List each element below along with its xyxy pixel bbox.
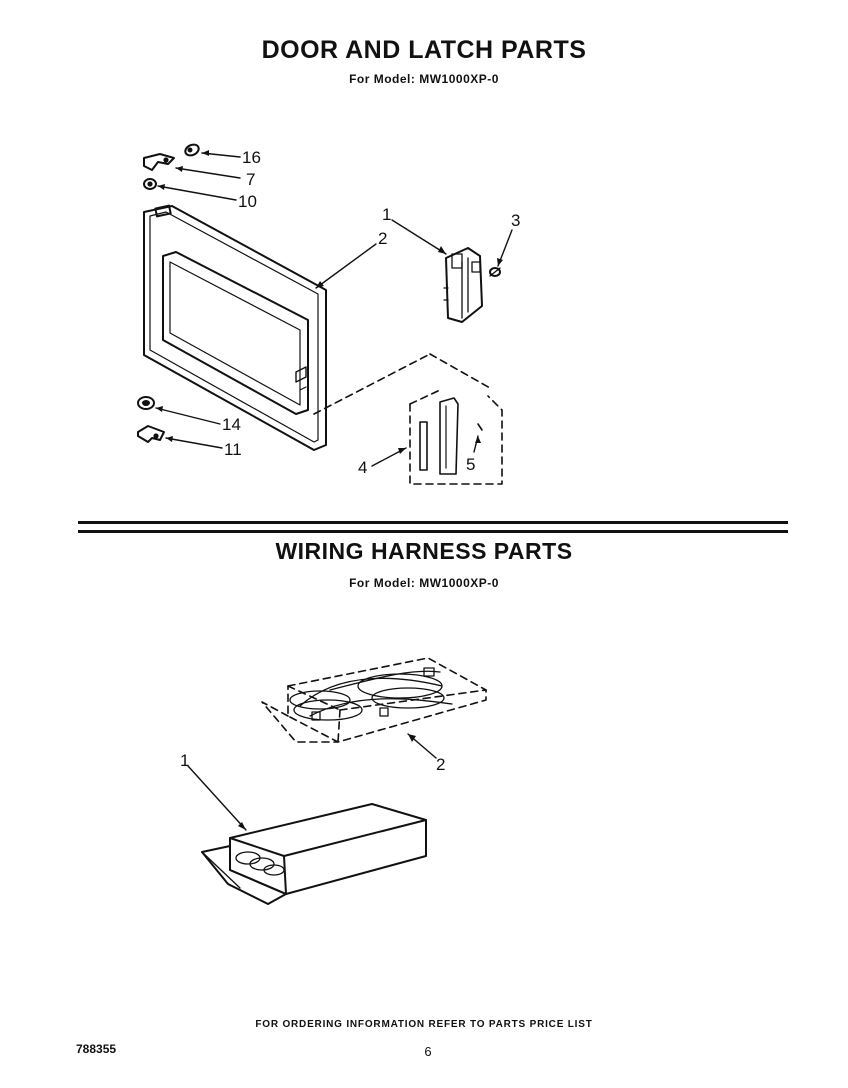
ordering-note: FOR ORDERING INFORMATION REFER TO PARTS … bbox=[255, 1019, 593, 1030]
door-panel-drawing bbox=[143, 204, 327, 451]
door-section-title: DOOR AND LATCH PARTS bbox=[261, 36, 587, 64]
callout-4: 4 bbox=[358, 458, 367, 477]
page-number: 6 bbox=[424, 1044, 432, 1059]
callout-2-wiring: 2 bbox=[436, 755, 445, 774]
callout-10: 10 bbox=[238, 192, 257, 211]
document-code: 788355 bbox=[76, 1042, 117, 1056]
leader-arrowheads bbox=[156, 150, 503, 830]
callout-3: 3 bbox=[511, 211, 520, 230]
door-leader-lines bbox=[155, 152, 513, 467]
latch-assembly-drawing bbox=[443, 247, 501, 323]
wiring-leader-lines bbox=[187, 733, 437, 831]
callout-1-latch: 1 bbox=[382, 205, 391, 224]
section-divider-top bbox=[78, 521, 788, 524]
callout-11: 11 bbox=[224, 440, 242, 459]
callout-5: 5 bbox=[466, 455, 475, 474]
hinge-parts-bottom-drawing bbox=[137, 396, 165, 443]
hinge-parts-top-drawing bbox=[143, 143, 200, 190]
callout-7: 7 bbox=[246, 170, 255, 189]
section-divider-bottom bbox=[78, 530, 788, 533]
callout-14: 14 bbox=[222, 415, 241, 434]
latch-handle-box-drawing bbox=[313, 353, 503, 485]
latch-handle-parts-drawing bbox=[419, 397, 483, 475]
wiring-harness-drawing bbox=[261, 657, 487, 743]
callout-1-wiring: 1 bbox=[180, 751, 189, 770]
wiring-section-model: For Model: MW1000XP-0 bbox=[349, 576, 499, 590]
door-section-model: For Model: MW1000XP-0 bbox=[349, 72, 499, 86]
wiring-section-title: WIRING HARNESS PARTS bbox=[275, 538, 573, 564]
callout-16: 16 bbox=[242, 148, 261, 167]
wiring-kit-box-drawing bbox=[201, 803, 427, 905]
callout-2-door: 2 bbox=[378, 229, 387, 248]
